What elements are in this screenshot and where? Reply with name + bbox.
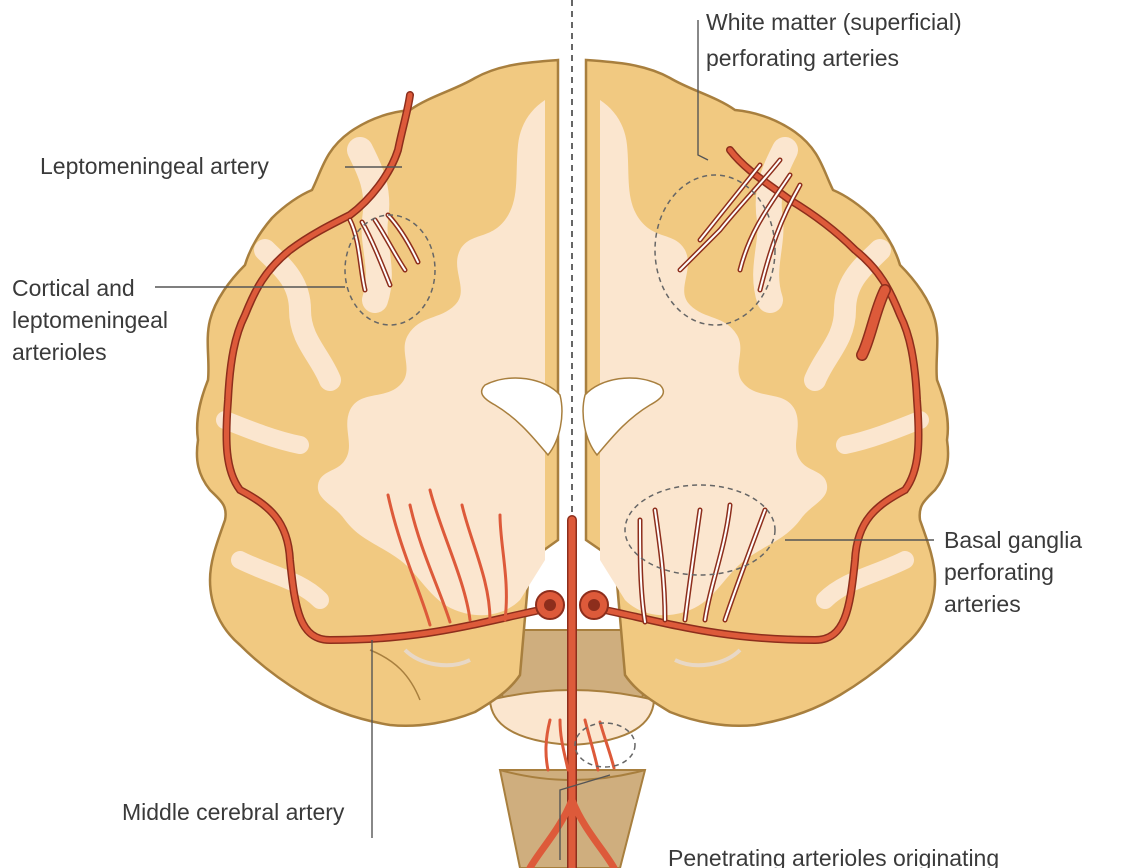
- label-middle-cerebral-artery: Middle cerebral artery: [122, 799, 345, 825]
- label-white-matter-line1: White matter (superficial): [706, 9, 962, 35]
- label-leptomeningeal-artery: Leptomeningeal artery: [40, 153, 269, 179]
- label-basal-ganglia-line2: perforating: [944, 559, 1054, 585]
- label-cortical-line2: leptomeningeal: [12, 307, 168, 333]
- label-cortical-line3: arterioles: [12, 339, 107, 365]
- label-penetrating-arterioles: Penetrating arterioles originating: [668, 845, 999, 868]
- label-basal-ganglia-line3: arteries: [944, 591, 1021, 617]
- label-white-matter-line2: perforating arteries: [706, 45, 899, 71]
- label-cortical-line1: Cortical and: [12, 275, 135, 301]
- label-basal-ganglia-line1: Basal ganglia: [944, 527, 1082, 553]
